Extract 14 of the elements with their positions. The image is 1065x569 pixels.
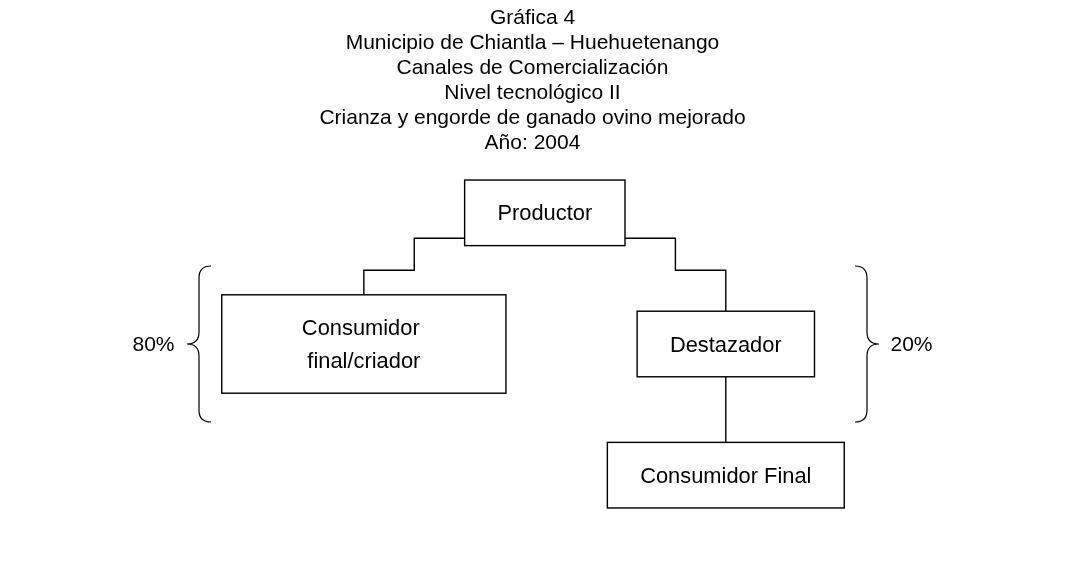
subtitle: Crianza y engorde de ganado ovino mejorado [319, 105, 746, 128]
title: Gráfica 4 [489, 5, 576, 28]
subtitle: Canales de Comercialización [396, 55, 669, 78]
subtitle: Año: 2004 [484, 130, 581, 153]
node-box: Consumidor final/criador [220, 294, 507, 394]
node-box: Consumidor Final [606, 441, 845, 509]
node-box: Productor [463, 179, 626, 247]
percentage-label: 80% [132, 332, 175, 356]
percentage-label: 20% [890, 332, 933, 356]
subtitle: Municipio de Chiantla – Huehuetenango [345, 30, 720, 53]
connector [362, 237, 465, 296]
node-box: Destazador [635, 310, 815, 378]
subtitle: Nivel tecnológico II [444, 80, 621, 103]
connector [724, 376, 726, 444]
